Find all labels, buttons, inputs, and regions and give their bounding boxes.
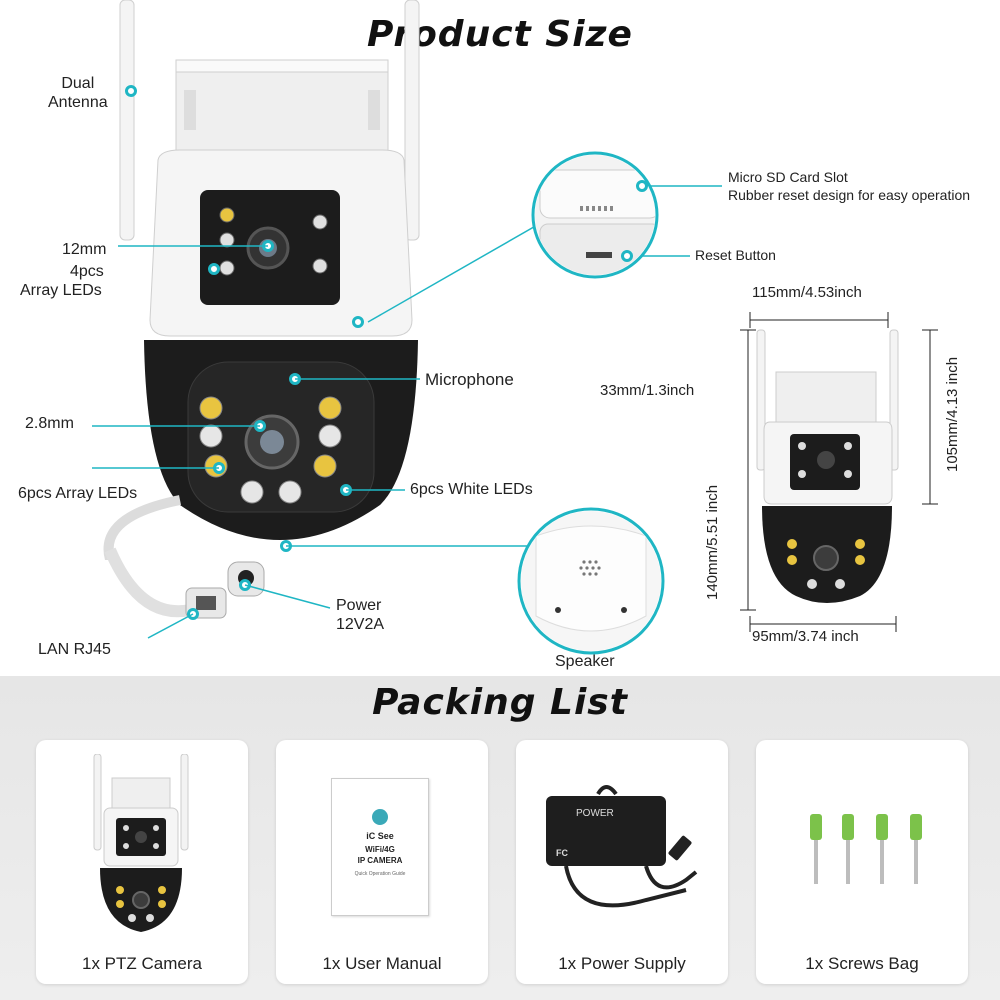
reset-callout-dot xyxy=(621,250,633,262)
dual-antenna-line1: Dual xyxy=(61,75,95,92)
packing-item-label: 1x PTZ Camera xyxy=(82,954,202,973)
packing-item-power-supply: POWER FC 1x Power Supply xyxy=(516,740,728,984)
body-callout-dot xyxy=(352,316,364,328)
packing-item-ptz-camera: 1x PTZ Camera xyxy=(36,740,248,984)
dual-antenna-line2: Antenna xyxy=(48,94,108,111)
lens-28mm-label: 2.8mm xyxy=(25,415,74,432)
power-line1: Power xyxy=(336,597,382,614)
manual-line2: IP CAMERA xyxy=(357,856,403,865)
packing-item-label: 1x Power Supply xyxy=(558,954,686,973)
packing-item-label: 1x Screws Bag xyxy=(805,954,919,973)
microphone-label: Microphone xyxy=(425,370,514,389)
array-4pcs-line1: 4pcs xyxy=(70,263,104,280)
dimension-bottom-width: 95mm/3.74 inch xyxy=(752,628,859,645)
screws-image xyxy=(810,814,922,884)
dimension-top-width: 115mm/4.53inch xyxy=(752,284,862,301)
manual-line3: Quick Operation Guide xyxy=(354,871,406,877)
dimension-bracket-height: 33mm/1.3inch xyxy=(600,382,695,399)
dimension-body-height: 105mm/4.13 inch xyxy=(944,356,961,472)
manual-brand: iC See xyxy=(366,831,394,841)
power-line2: 12V2A xyxy=(336,616,385,633)
array-4pcs-line2: Array LEDs xyxy=(20,282,102,299)
speaker-label: Speaker xyxy=(555,653,615,670)
sd-slot-line1: Micro SD Card Slot xyxy=(728,169,848,185)
power-supply-text: POWER xyxy=(576,808,614,819)
reset-label: Reset Button xyxy=(695,247,776,263)
dual-antenna-label: Dual Antenna xyxy=(48,74,108,112)
white-leds-label: 6pcs White LEDs xyxy=(410,481,533,498)
dimension-diagram xyxy=(740,312,938,632)
manual-logo-icon xyxy=(372,809,388,825)
power-supply-fcc: FC xyxy=(556,848,568,858)
dimension-full-height: 140mm/5.51 inch xyxy=(704,484,721,600)
array-4pcs-label: 4pcs Array LEDs xyxy=(18,262,104,300)
lan-label: LAN RJ45 xyxy=(38,641,111,658)
speaker-zoom xyxy=(517,507,665,655)
sd-slot-callout-dot xyxy=(636,180,648,192)
packing-item-user-manual: iC See WiFi/4G IP CAMERA Quick Operation… xyxy=(276,740,488,984)
power-label: Power 12V2A xyxy=(336,596,384,634)
array-4pcs-callout-dot xyxy=(208,263,220,275)
manual-line1: WiFi/4G xyxy=(365,845,395,854)
packing-item-label: 1x User Manual xyxy=(322,954,442,973)
screw-set xyxy=(810,814,922,884)
manual-booklet: iC See WiFi/4G IP CAMERA Quick Operation… xyxy=(331,778,429,916)
ptz-camera-image xyxy=(93,754,189,932)
sd-slot-label: Micro SD Card Slot Rubber reset design f… xyxy=(728,168,970,204)
lens-12mm-label: 12mm xyxy=(62,241,107,258)
packing-item-screws-bag: 1x Screws Bag xyxy=(756,740,968,984)
sd-slot-zoom xyxy=(531,151,659,279)
power-supply-image: POWER FC xyxy=(546,785,698,908)
packing-list-title: Packing List xyxy=(372,682,628,723)
sd-slot-line2: Rubber reset design for easy operation xyxy=(728,187,971,203)
antenna-callout-dot xyxy=(125,85,137,97)
array-6pcs-label: 6pcs Array LEDs xyxy=(18,485,138,502)
callout-lines xyxy=(92,185,722,639)
